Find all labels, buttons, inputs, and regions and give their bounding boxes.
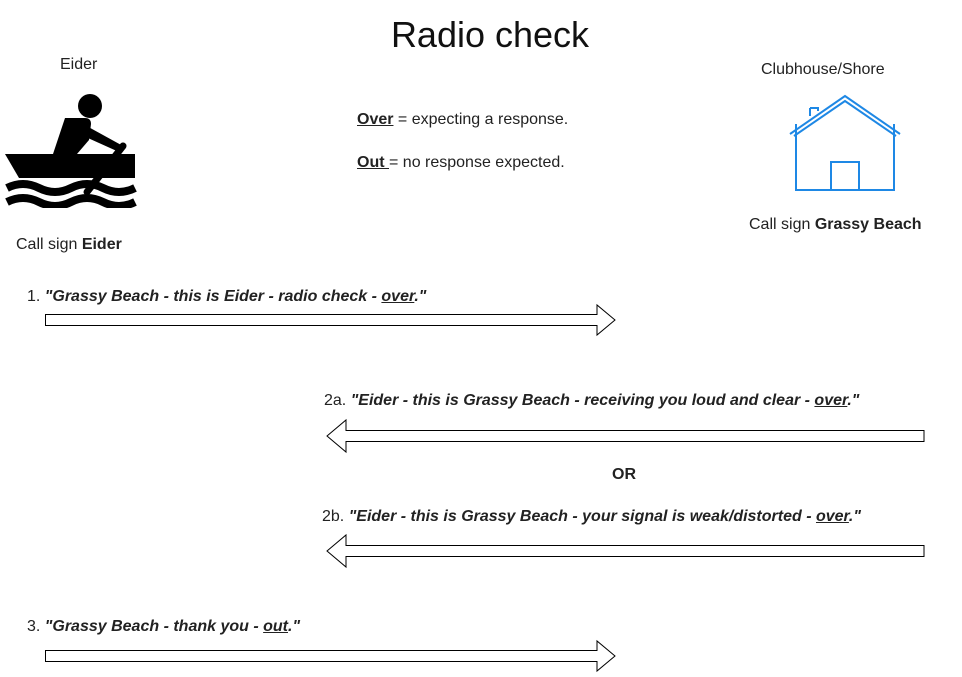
message-number: 2b. (322, 508, 349, 525)
message-text: "Eider - this is Grassy Beach - your sig… (348, 508, 816, 525)
message-number: 2a. (324, 392, 351, 409)
message-number: 1. (27, 288, 45, 305)
legend-text: = expecting a response. (393, 111, 569, 128)
arrow-left-2a (326, 418, 925, 454)
message-2a: 2a. "Eider - this is Grassy Beach - rece… (324, 392, 859, 410)
message-text: "Grassy Beach - thank you - (44, 618, 264, 635)
arrow-right-1 (45, 303, 616, 337)
boat-callsign: Call sign Eider (16, 236, 122, 254)
message-text: "Eider - this is Grassy Beach - receivin… (350, 392, 815, 409)
arrow-right-3 (45, 639, 616, 673)
message-end: ." (288, 618, 301, 635)
message-end: ." (848, 508, 861, 525)
message-end: ." (414, 288, 427, 305)
arrow-left-2b (326, 533, 925, 569)
legend-key: Over (357, 111, 394, 128)
message-keyword: out (263, 618, 288, 635)
callsign-value: Grassy Beach (814, 216, 922, 233)
callsign-prefix: Call sign (16, 236, 82, 253)
or-label: OR (612, 466, 636, 483)
legend-text: = no response expected. (389, 154, 565, 171)
message-end: ." (847, 392, 860, 409)
message-text: "Grassy Beach - this is Eider - radio ch… (44, 288, 382, 305)
shore-callsign: Call sign Grassy Beach (749, 216, 922, 234)
rowboat-icon (5, 94, 137, 208)
legend-key: Out (357, 154, 389, 171)
callsign-value: Eider (81, 236, 122, 253)
callsign-prefix: Call sign (749, 216, 815, 233)
message-2b: 2b. "Eider - this is Grassy Beach - your… (322, 508, 861, 526)
diagram-title: Radio check (390, 14, 590, 55)
legend-over: Over = expecting a response. (357, 111, 568, 129)
house-icon (789, 94, 901, 191)
message-number: 3. (27, 618, 45, 635)
shore-name: Clubhouse/Shore (761, 61, 885, 78)
message-keyword: over (815, 508, 849, 525)
legend-out: Out = no response expected. (357, 154, 565, 172)
boat-name: Eider (60, 56, 98, 73)
message-3: 3. "Grassy Beach - thank you - out." (27, 618, 300, 636)
message-1: 1. "Grassy Beach - this is Eider - radio… (27, 288, 426, 306)
message-keyword: over (814, 392, 848, 409)
message-keyword: over (381, 288, 415, 305)
